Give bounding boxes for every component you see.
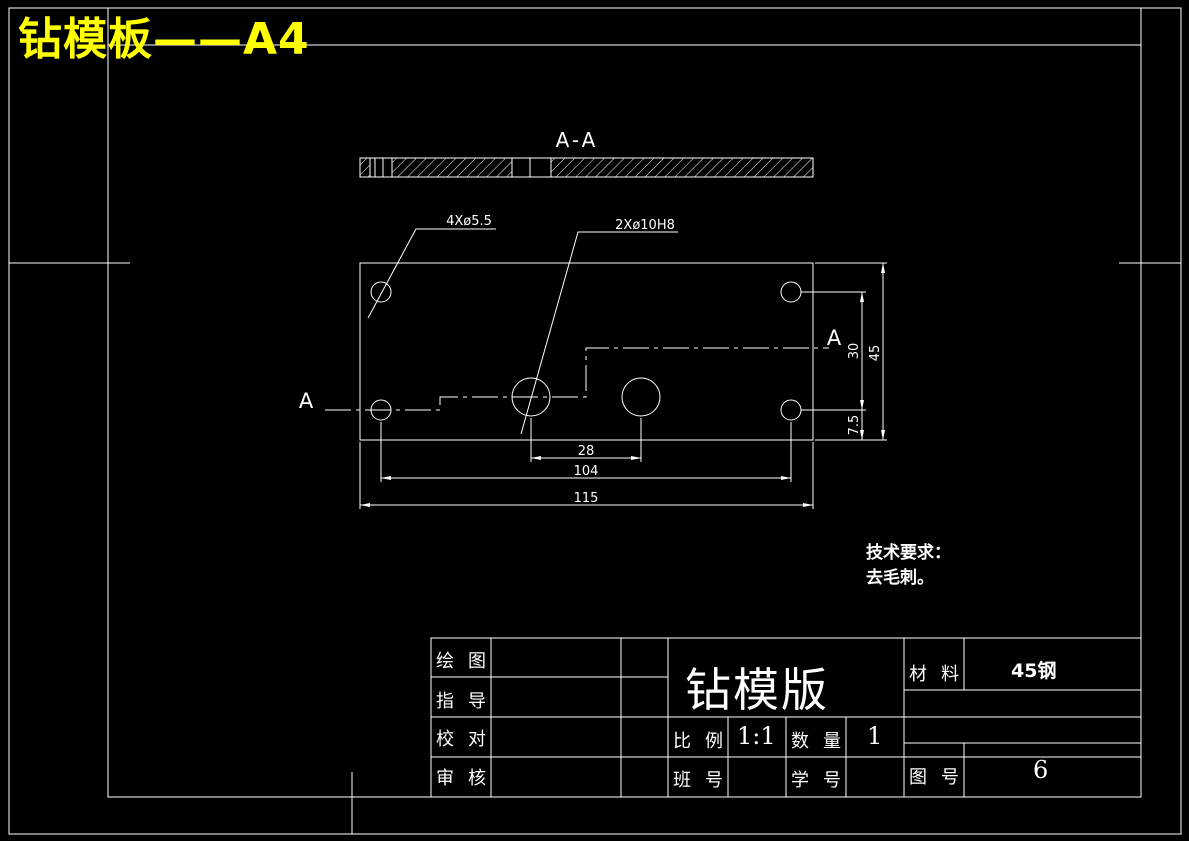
small-hole-top-left [370, 281, 392, 303]
check-label: 校对 [436, 729, 500, 750]
horizontal-dimensions [359, 418, 814, 509]
section-view [359, 157, 814, 178]
technical-requirements: 技术要求： 去毛刺。 [866, 541, 951, 591]
section-label: A-A [556, 128, 599, 152]
cutting-plane-line [325, 347, 829, 411]
drawn-label: 绘图 [436, 651, 500, 672]
vertical-arrows [860, 263, 885, 440]
hole-leaders [367, 228, 678, 435]
drawing-no-value: 6 [1033, 756, 1049, 784]
requirements-item: 去毛刺。 [866, 568, 934, 588]
cut-mark-left: A [299, 389, 314, 413]
small-hole-top-right [780, 281, 802, 303]
small-hole-bottom-right [780, 399, 802, 421]
large-holes-callout: 2Xø10H8 [615, 218, 675, 233]
dim-115: 115 [574, 491, 599, 506]
review-label: 审核 [436, 768, 500, 789]
class-label: 班号 [673, 770, 737, 791]
scale-label: 比例 [673, 731, 737, 752]
title-block-grid [430, 637, 1142, 798]
dim-28: 28 [578, 444, 595, 459]
cut-mark-right: A [827, 326, 842, 350]
dim-45: 45 [868, 345, 883, 362]
material-value: 45钢 [1011, 660, 1057, 682]
qty-label: 数量 [791, 731, 855, 752]
dim-104: 104 [574, 464, 599, 479]
scale-value: 1:1 [737, 722, 776, 750]
small-holes-callout: 4Xø5.5 [446, 214, 492, 229]
horizontal-arrows [360, 456, 813, 507]
student-label: 学号 [791, 770, 855, 791]
dim-7-5: 7.5 [847, 415, 862, 436]
dim-30: 30 [847, 343, 862, 360]
guide-label: 指导 [436, 691, 500, 712]
drawing-banner: 钻模板——A4 [18, 14, 310, 65]
large-hole-right [621, 377, 661, 417]
material-label: 材料 [909, 664, 973, 685]
drawing-no-label: 图号 [909, 767, 973, 788]
requirements-heading: 技术要求： [866, 543, 951, 563]
vertical-dimensions [801, 262, 887, 441]
part-name: 钻模版 [685, 663, 829, 717]
plate-outline [359, 262, 814, 441]
qty-value: 1 [867, 722, 883, 750]
